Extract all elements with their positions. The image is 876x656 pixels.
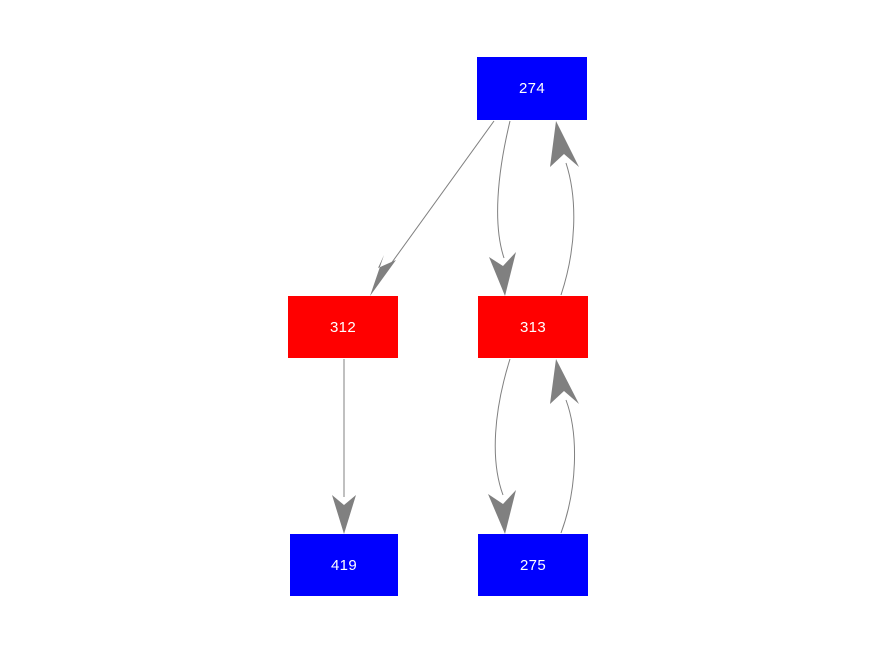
edge-313-to-274 [550,121,579,296]
edge-274-to-313 [489,120,516,296]
edge-312-to-419 [332,359,356,534]
graph-node-label: 419 [331,556,357,574]
graph-node-label: 312 [330,318,356,336]
graph-node-312[interactable]: 312 [288,296,398,358]
edge-274-to-312 [370,120,495,296]
graph-node-label: 274 [519,80,545,97]
graph-node-274[interactable]: 274 [477,57,587,120]
edge-275-to-313 [550,359,579,534]
graph-node-313[interactable]: 313 [478,296,588,358]
graph-node-label: 275 [520,556,546,574]
edge-313-to-275 [488,358,516,534]
graph-node-label: 313 [520,318,546,336]
graph-node-275[interactable]: 275 [478,534,588,596]
graph-node-419[interactable]: 419 [290,534,398,596]
